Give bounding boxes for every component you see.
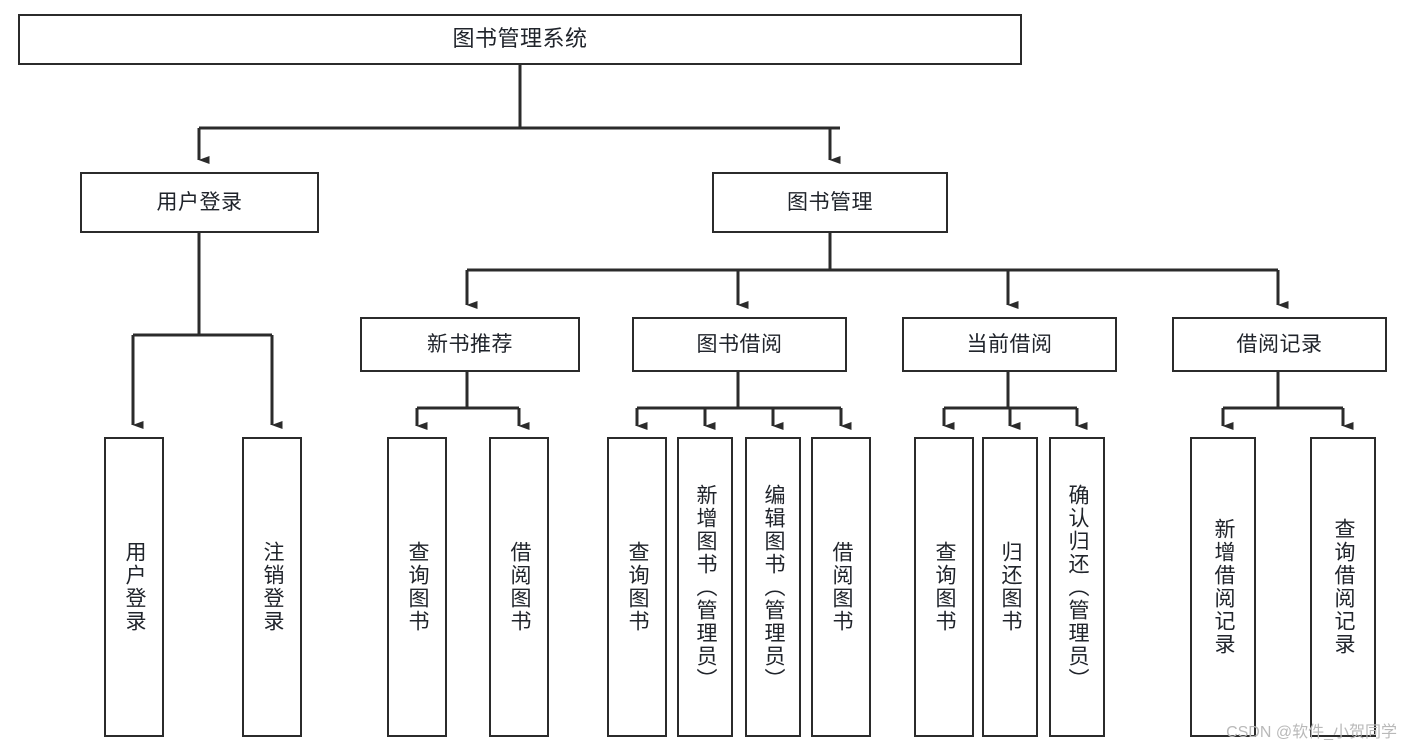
node-label: 确认归还（管理员） [1066, 483, 1090, 691]
node-label: 归还图书 [999, 541, 1023, 633]
leaf-borrow-edit-book[interactable]: 编辑图书（管理员） [745, 437, 801, 737]
node-current-borrow[interactable]: 当前借阅 [902, 317, 1117, 372]
node-label: 查询借阅记录 [1332, 518, 1356, 656]
node-label: 图书管理 [787, 190, 873, 214]
leaf-recommend-borrow-book[interactable]: 借阅图书 [489, 437, 549, 737]
node-label: 查询图书 [406, 541, 430, 633]
node-label: 借阅记录 [1236, 332, 1323, 356]
leaf-borrow-add-book[interactable]: 新增图书（管理员） [677, 437, 733, 737]
node-label: 查询图书 [933, 541, 957, 633]
node-label: 新书推荐 [427, 332, 513, 356]
leaf-current-confirm-return[interactable]: 确认归还（管理员） [1049, 437, 1105, 737]
node-label: 注销登录 [261, 541, 285, 633]
leaf-record-query[interactable]: 查询借阅记录 [1310, 437, 1376, 737]
node-label: 图书借阅 [696, 332, 783, 356]
leaf-borrow-borrow-book[interactable]: 借阅图书 [811, 437, 871, 737]
node-label: 新增借阅记录 [1212, 518, 1236, 656]
node-label: 借阅图书 [508, 541, 532, 633]
node-label: 当前借阅 [966, 332, 1053, 356]
node-root-system[interactable]: 图书管理系统 [18, 14, 1022, 65]
leaf-current-return-book[interactable]: 归还图书 [982, 437, 1038, 737]
leaf-current-query-book[interactable]: 查询图书 [914, 437, 974, 737]
node-label: 编辑图书（管理员） [762, 483, 786, 691]
node-label: 图书管理系统 [452, 26, 588, 52]
node-new-book-recommend[interactable]: 新书推荐 [360, 317, 580, 372]
node-user-login[interactable]: 用户登录 [80, 172, 319, 233]
node-label: 用户登录 [123, 541, 147, 633]
node-label: 新增图书（管理员） [694, 483, 718, 691]
node-borrow-record[interactable]: 借阅记录 [1172, 317, 1387, 372]
leaf-user-login[interactable]: 用户登录 [104, 437, 164, 737]
node-book-manage[interactable]: 图书管理 [712, 172, 948, 233]
leaf-logout[interactable]: 注销登录 [242, 437, 302, 737]
node-label: 用户登录 [156, 190, 243, 214]
leaf-recommend-query-book[interactable]: 查询图书 [387, 437, 447, 737]
node-label: 借阅图书 [830, 541, 854, 633]
leaf-record-add[interactable]: 新增借阅记录 [1190, 437, 1256, 737]
csdn-watermark: CSDN @软件_小贺同学 [1226, 724, 1397, 741]
node-label: 查询图书 [626, 541, 650, 633]
node-book-borrow[interactable]: 图书借阅 [632, 317, 847, 372]
leaf-borrow-query-book[interactable]: 查询图书 [607, 437, 667, 737]
